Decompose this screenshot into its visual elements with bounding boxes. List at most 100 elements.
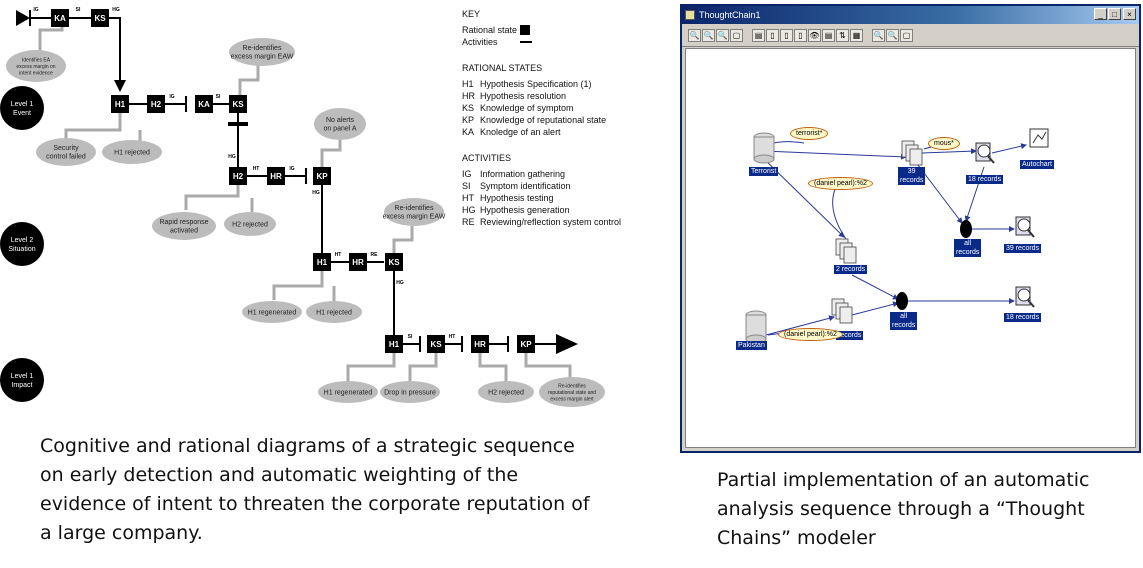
state-node-ka1 [51, 9, 69, 27]
state-node-h1b [313, 253, 331, 271]
cut-icon[interactable]: ▯ [766, 29, 779, 42]
state-node-ks3 [385, 253, 403, 271]
activity-label-e12: HG [396, 280, 404, 286]
page-icon[interactable]: ▢ [730, 29, 743, 42]
node-pakistan[interactable]: Pakistan [736, 341, 767, 350]
rational-state-desc: Hypothesis resolution [480, 91, 567, 101]
state-label-h2b: H2 [233, 172, 244, 181]
node-39-records-b[interactable]: 39 records [1004, 244, 1042, 253]
node-18-records-b[interactable]: 18 records [1004, 313, 1042, 322]
find-next-icon[interactable]: 🔍 [886, 29, 899, 42]
state-label-kpb: KP [520, 340, 532, 349]
bubble-b3 [36, 138, 96, 166]
state-node-h2a [147, 95, 165, 113]
autochart-icon[interactable] [1029, 128, 1049, 148]
activity-label-e2: SI [76, 7, 81, 13]
minimize-button[interactable]: _ [1094, 8, 1107, 20]
key-rational-state: Rational state [462, 24, 662, 36]
node-all-records-1[interactable]: all records [954, 239, 982, 257]
key-title: KEY [462, 9, 481, 19]
rational-state-abbr: KA [462, 127, 475, 137]
blank-icon[interactable]: ▢ [900, 29, 913, 42]
left-caption: Cognitive and rational diagrams of a str… [40, 435, 590, 544]
maximize-button[interactable]: □ [1108, 8, 1121, 20]
key-activities: Activities [462, 36, 662, 48]
activity-label-e14: HT [449, 334, 456, 340]
edge-label-daniel-1[interactable]: (daniel pearl):%2 [808, 177, 873, 190]
node-records-pak[interactable]: records [836, 331, 864, 340]
grid-icon[interactable]: ▦ [850, 29, 863, 42]
rational-state-symbol-icon [520, 25, 530, 35]
state-node-h1a [111, 95, 129, 113]
find-icon[interactable]: 🔍 [872, 29, 885, 42]
window-titlebar[interactable]: ThoughtChain1 _ □ × [682, 6, 1139, 24]
start-arrow-icon [16, 10, 30, 26]
bubble-b10 [306, 301, 362, 323]
bubble-text-b12: Drop in pressure [384, 389, 436, 396]
node-autochart[interactable]: Autochart [1020, 160, 1054, 169]
layout-icon[interactable]: ⇅ [836, 29, 849, 42]
thoughtchain-canvas: Terrorist 39 records 18 records Autochar… [685, 48, 1136, 448]
state-label-h1c: H1 [389, 340, 400, 349]
node-all-records-2[interactable]: all records [890, 312, 918, 330]
close-button[interactable]: × [1123, 8, 1136, 20]
paste-icon[interactable]: ▯ [794, 29, 807, 42]
state-node-h1c [385, 335, 403, 353]
node-2-records[interactable]: 2 records [834, 265, 868, 274]
records-18b-icon[interactable] [1015, 286, 1035, 308]
bubble-text-b11: H1 regenerated [324, 389, 373, 396]
all-records-2-icon[interactable] [896, 292, 908, 310]
node-18-records[interactable]: 18 records [966, 175, 1004, 184]
bubble-b13 [478, 381, 534, 403]
node-39-records[interactable]: 39 records [898, 167, 926, 185]
pakistan-db-icon[interactable] [745, 310, 767, 344]
state-label-ks1: KS [94, 14, 106, 23]
view-icon[interactable]: 👁 [808, 29, 821, 42]
edge-label-daniel-2[interactable]: (daniel pearl):%2 [778, 328, 843, 341]
records-39a-icon[interactable] [901, 140, 923, 166]
state-label-h2a: H2 [151, 100, 162, 109]
records-18a-icon[interactable] [975, 142, 995, 164]
rational-state-abbr: H1 [462, 79, 474, 89]
node-terrorist[interactable]: Terrorist [749, 167, 779, 176]
all-records-1-icon[interactable] [960, 220, 972, 238]
state-node-ks1 [91, 9, 109, 27]
zoom-out-icon[interactable]: 🔍 [702, 29, 715, 42]
state-label-ks3: KS [388, 258, 400, 267]
bubble-text-b10: H1 rejected [316, 309, 352, 316]
activity-desc: Hypothesis generation [480, 205, 570, 215]
thoughtchain-graph [745, 128, 1049, 344]
records-2-icon[interactable] [835, 238, 857, 264]
down-arrow-icon [114, 80, 126, 92]
bubble-text-b7: H2 rejected [232, 221, 268, 228]
select-icon[interactable]: ▤ [752, 29, 765, 42]
copy-icon[interactable]: ▯ [780, 29, 793, 42]
bubble-b8 [384, 198, 444, 226]
state-label-h1b: H1 [317, 258, 328, 267]
edge-label-terrorist[interactable]: terrorist* [790, 127, 829, 140]
rational-states-heading: RATIONAL STATES [462, 63, 543, 73]
properties-icon[interactable]: ▤ [822, 29, 835, 42]
edge-label-mous[interactable]: mous* [928, 137, 960, 150]
bubble-b7 [224, 212, 276, 236]
window-title: ThoughtChain1 [699, 10, 761, 20]
bubble-b1 [6, 50, 66, 82]
records-39b-icon[interactable] [1015, 216, 1035, 238]
bubble-b12 [380, 381, 440, 403]
terrorist-db-icon[interactable] [753, 132, 775, 164]
zoom-fit-icon[interactable]: 🔍 [716, 29, 729, 42]
state-node-hrb [349, 253, 367, 271]
records-pak-icon[interactable] [831, 298, 853, 324]
zoom-in-icon[interactable]: 🔍 [688, 29, 701, 42]
bubble-b11 [318, 381, 378, 403]
